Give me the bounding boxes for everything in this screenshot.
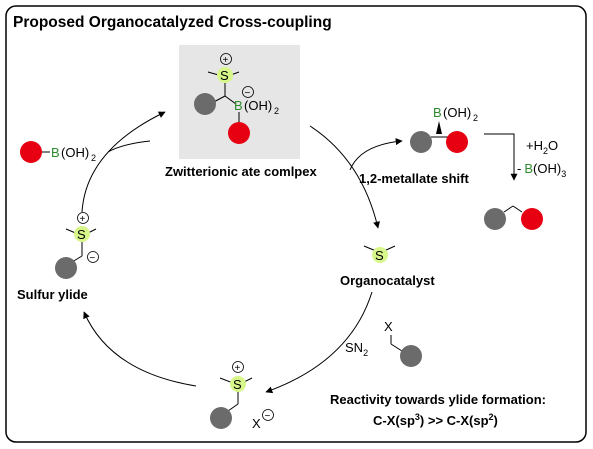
gray-group: [194, 93, 216, 115]
boronic-acid-entry-arrow: [107, 140, 151, 153]
sulfur-highlight: [74, 226, 90, 242]
minus-charge: −: [90, 253, 96, 264]
boronic-acid-reagent: B (OH) 2: [20, 141, 96, 163]
plus-charge: +: [80, 214, 86, 225]
gray-group: [400, 345, 422, 367]
sulfur-highlight: [372, 247, 388, 263]
sulfur-ylide-label: Sulfur ylide: [17, 287, 88, 302]
sulfur-atom: S: [375, 248, 384, 263]
gray-group: [55, 257, 77, 279]
hydroxyl-group: (OH): [61, 145, 89, 160]
metallate-shift-label: 1,2-metallate shift: [359, 171, 469, 186]
plus-charge-ring: [77, 212, 89, 224]
cycle-arrow-bottom-left: [83, 311, 197, 387]
hydroxyl-subscript: 2: [473, 113, 478, 123]
organocatalyst-structure: S: [363, 245, 396, 263]
plus-charge-ring: [232, 361, 244, 373]
boron-atom: B: [234, 98, 243, 113]
halide-counterion: X: [252, 416, 261, 431]
red-group: [521, 208, 543, 230]
sulfur-atom: S: [220, 68, 229, 83]
shift-intermediate-structure: B (OH) 2: [410, 105, 478, 153]
hydroxyl-subscript: 2: [91, 153, 96, 163]
minus-charge-ring: [242, 86, 254, 98]
reactivity-note-line1: Reactivity towards ylide formation:: [330, 392, 546, 407]
cycle-arrow-top-right: [309, 125, 380, 229]
plus-charge-ring: [220, 53, 232, 65]
minus-charge-ring: [87, 251, 99, 263]
ate-complex-label: Zwitterionic ate comlpex: [165, 164, 317, 179]
gray-group: [484, 208, 506, 230]
sulfur-ylide-structure: S + −: [55, 212, 99, 279]
sulfur-atom: S: [77, 227, 86, 242]
sn2-label: SN2: [345, 340, 368, 358]
plus-charge: +: [235, 363, 241, 374]
sulfur-highlight: [230, 376, 246, 392]
reactivity-note-line2: C-X(sp3) >> C-X(sp2): [373, 412, 498, 428]
water-label: +H2O: [526, 138, 558, 156]
boric-acid-byproduct: -B(OH)3: [517, 161, 566, 179]
alkyl-halide-structure: X: [384, 319, 422, 367]
hydrolysis-arrow: [484, 133, 518, 181]
halide-atom: X: [384, 319, 393, 334]
metallate-shift-arrow: [349, 138, 403, 171]
organocatalyst-label: Organocatalyst: [340, 273, 435, 288]
scheme-title: Proposed Organocatalyzed Cross-coupling: [13, 14, 332, 31]
sulfur-highlight: [217, 67, 233, 83]
hydroxyl-subscript: 2: [274, 106, 279, 116]
sulfonium-salt-structure: S + X −: [210, 361, 274, 431]
boron-atom: B: [51, 145, 60, 160]
ate-complex-structure: S + − B (OH) 2: [194, 53, 279, 144]
minus-charge: −: [265, 411, 271, 422]
red-group: [228, 122, 250, 144]
gray-group: [210, 407, 232, 429]
boron-atom: B: [433, 105, 442, 120]
plus-charge: +: [223, 55, 229, 66]
red-group: [20, 141, 42, 163]
gray-group: [410, 131, 432, 153]
minus-charge: −: [245, 88, 251, 99]
cross-coupled-product: [484, 205, 543, 230]
cycle-arrow-top-left: [81, 111, 166, 213]
minus-charge-ring: [262, 409, 274, 421]
hydroxyl-group: (OH): [443, 105, 471, 120]
hydroxyl-group: (OH): [244, 98, 272, 113]
scheme-frame: [5, 5, 587, 443]
sulfur-atom: S: [233, 377, 242, 392]
red-group: [446, 131, 468, 153]
cycle-arrow-bottom-right: [265, 291, 373, 394]
